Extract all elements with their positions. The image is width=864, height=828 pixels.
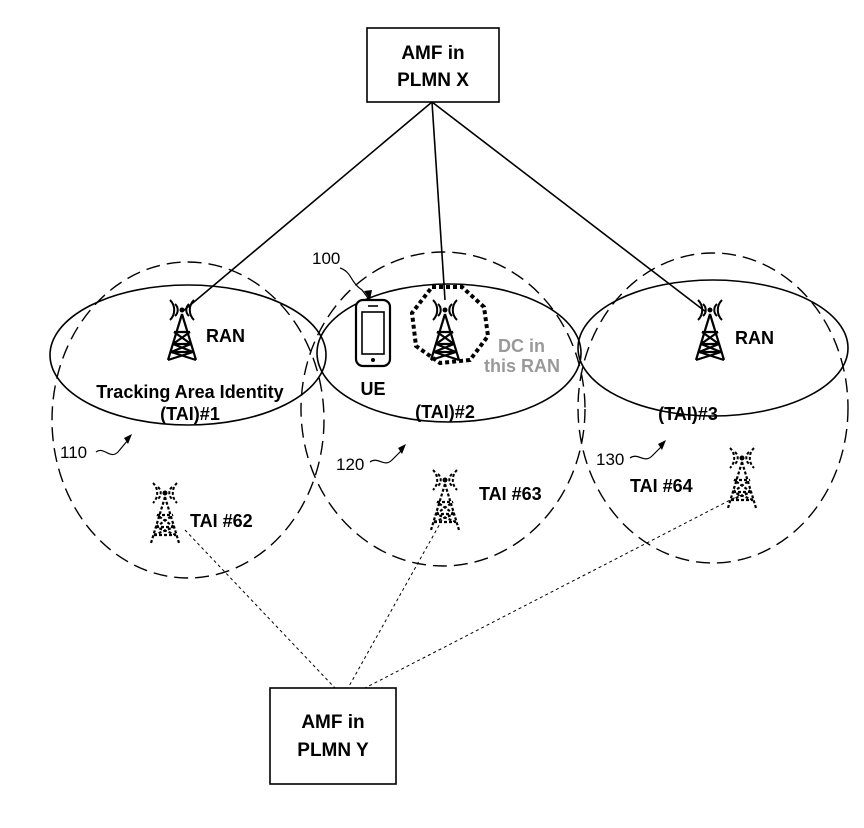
amf-plmn-x-line1: AMF in bbox=[401, 43, 464, 64]
amfx-link-ran1 bbox=[181, 101, 433, 313]
dc-label-line2: this RAN bbox=[484, 356, 560, 376]
tai1-label-line1: Tracking Area Identity bbox=[96, 382, 283, 402]
tai63-label: TAI #63 bbox=[479, 484, 542, 504]
ran-label-right: RAN bbox=[735, 328, 774, 348]
ref-100-arrow bbox=[364, 290, 372, 300]
tai2-area bbox=[316, 283, 582, 423]
amf-plmn-x-box bbox=[366, 27, 500, 103]
tai63-coverage-area bbox=[300, 251, 586, 567]
ref-120-leader bbox=[369, 449, 403, 464]
ue-phone-icon bbox=[354, 298, 392, 368]
ref-100-leader bbox=[339, 267, 369, 299]
tai3-area bbox=[577, 279, 849, 417]
tai1-area bbox=[49, 284, 327, 426]
amf-plmn-y-box bbox=[269, 687, 397, 785]
ue-label: UE bbox=[360, 379, 385, 399]
amfy-link-tai64 bbox=[364, 494, 741, 689]
ref-110-leader bbox=[95, 439, 129, 456]
tai3-label: (TAI)#3 bbox=[658, 404, 718, 424]
amfx-link-ran3 bbox=[431, 101, 707, 313]
tai62-tower-icon bbox=[149, 481, 181, 545]
tai64-coverage-area bbox=[577, 252, 849, 564]
ref-100: 100 bbox=[312, 249, 340, 268]
amfy-link-tai63 bbox=[347, 519, 443, 689]
ran-label-left: RAN bbox=[206, 326, 245, 346]
tai64-label: TAI #64 bbox=[630, 476, 693, 496]
ref-130-arrow bbox=[658, 440, 666, 450]
tai2-label: (TAI)#2 bbox=[415, 402, 475, 422]
amfx-link-ran2 bbox=[431, 101, 446, 301]
ran-tower-icon-middle bbox=[429, 298, 461, 362]
tai64-tower-icon bbox=[726, 446, 758, 510]
ran-tower-icon-left bbox=[166, 298, 198, 362]
tai62-label: TAI #62 bbox=[190, 511, 253, 531]
amf-plmn-y-line1: AMF in bbox=[301, 712, 364, 733]
ran-tower-icon-right bbox=[694, 298, 726, 362]
ref-120: 120 bbox=[336, 455, 364, 474]
tai1-label-line2: (TAI)#1 bbox=[160, 404, 220, 424]
amf-plmn-x-line2: PLMN X bbox=[397, 70, 469, 91]
dc-ran-octagon bbox=[409, 285, 491, 366]
dc-label-line1: DC in bbox=[498, 336, 545, 356]
ref-130: 130 bbox=[596, 450, 624, 469]
amfy-link-tai62 bbox=[184, 529, 336, 689]
tai63-tower-icon bbox=[429, 468, 461, 532]
ref-110: 110 bbox=[60, 443, 87, 462]
ref-130-leader bbox=[629, 445, 663, 460]
tai62-coverage-area bbox=[51, 261, 325, 579]
ref-110-arrow bbox=[124, 434, 132, 444]
amf-plmn-y-line2: PLMN Y bbox=[297, 740, 369, 761]
ref-120-arrow bbox=[398, 444, 406, 454]
